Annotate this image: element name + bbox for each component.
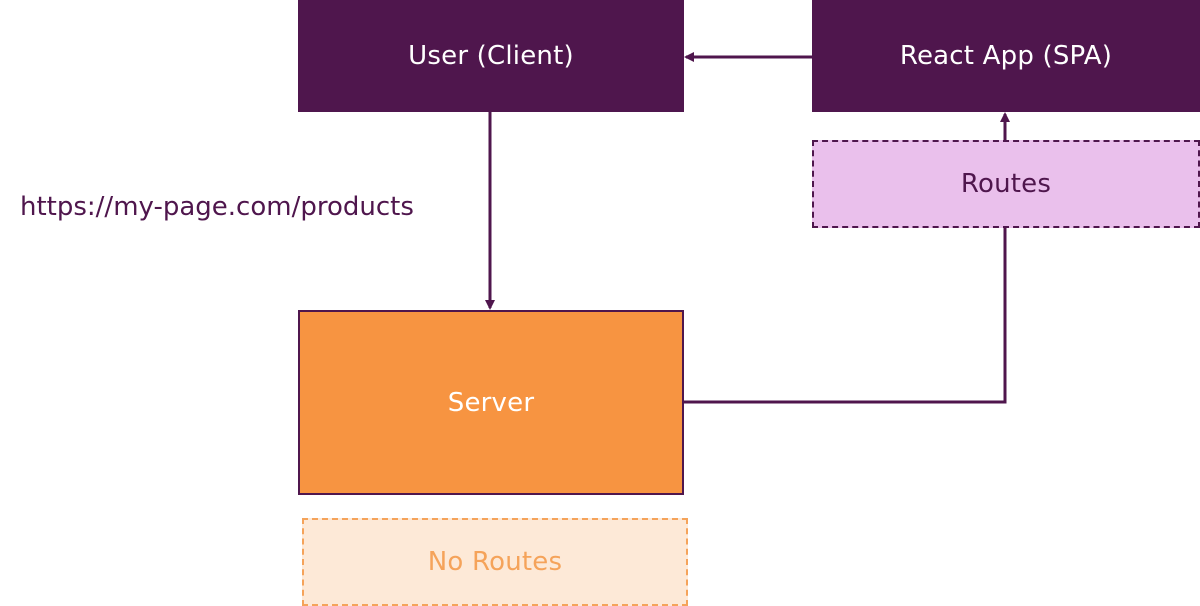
server-node: Server bbox=[298, 310, 684, 495]
connector-server-to-routes bbox=[684, 228, 1007, 404]
server-label: Server bbox=[447, 387, 535, 418]
react-app-node: React App (SPA) bbox=[812, 0, 1200, 112]
request-url-label: https://my-page.com/products bbox=[20, 192, 414, 222]
user-client-label: User (Client) bbox=[408, 41, 574, 71]
routes-label: Routes bbox=[960, 169, 1052, 199]
react-app-label: React App (SPA) bbox=[899, 41, 1113, 71]
routes-node: Routes bbox=[812, 140, 1200, 228]
no-routes-node: No Routes bbox=[302, 518, 688, 606]
user-client-node: User (Client) bbox=[298, 0, 684, 112]
no-routes-label: No Routes bbox=[427, 547, 563, 577]
